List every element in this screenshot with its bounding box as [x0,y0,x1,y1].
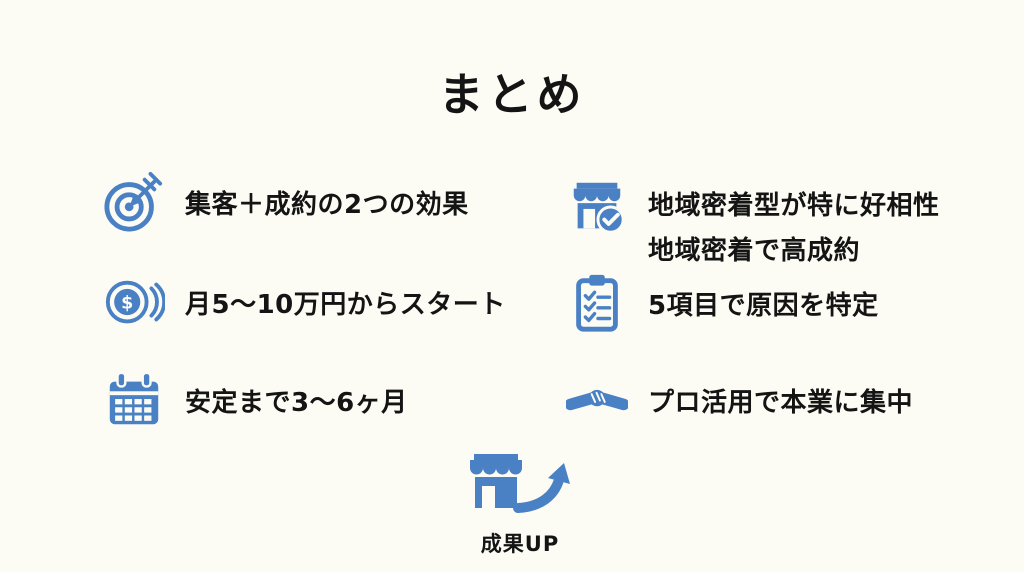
result-up-label: 成果UP [480,532,560,556]
summary-item-budget: $ 月5〜10万円からスタート [103,271,506,333]
dartboard-target-icon [103,171,165,233]
summary-item-label: 月5〜10万円からスタート [185,289,506,320]
result-up-callout: 成果UP [452,450,588,558]
summary-item-pro-outsourcing: プロ活用で本業に集中 [566,369,913,431]
handshake-icon [566,369,628,431]
page-title: まとめ [438,68,586,121]
summary-item-label: 集客＋成約の2つの効果 [185,189,469,220]
dollar-coin-icon: $ [103,271,165,333]
summary-item-label: 安定まで3〜6ヶ月 [185,387,408,418]
summary-item-timeline: 安定まで3〜6ヶ月 [103,369,408,431]
storefront-growth-arrow-icon [460,450,580,526]
summary-item-label-line2: 地域密着で高成約 [648,236,861,266]
summary-item-label: プロ活用で本業に集中 [648,387,914,418]
svg-text:$: $ [121,293,133,313]
summary-item-label: 5項目で原因を特定 [648,290,879,321]
summary-item-label-line1: 地域密着型が特に好相性 [648,191,940,221]
checklist-clipboard-icon [566,272,628,334]
summary-item-local-fit: 地域密着型が特に好相性 地域密着で高成約 [566,176,940,274]
summary-item-label-group: 地域密着型が特に好相性 地域密着で高成約 [648,184,940,274]
summary-item-effects: 集客＋成約の2つの効果 [103,171,469,233]
storefront-check-icon [566,176,628,238]
summary-item-diagnosis: 5項目で原因を特定 [566,272,879,334]
calendar-icon [103,369,165,431]
